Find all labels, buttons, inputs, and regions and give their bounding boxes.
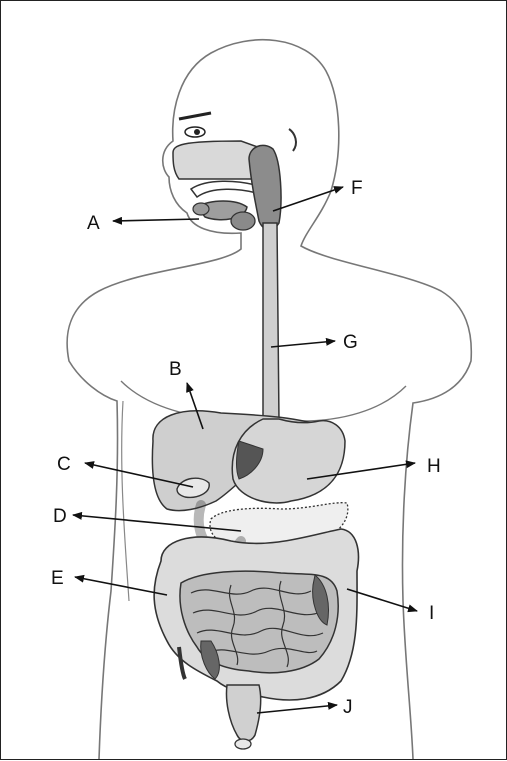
ear — [289, 129, 296, 151]
rectum — [226, 685, 260, 741]
salivary-gland — [231, 212, 255, 230]
arrow-J — [257, 705, 337, 713]
pupil — [194, 129, 200, 135]
arm-line-left — [122, 401, 129, 601]
anus — [235, 739, 251, 749]
esophagus — [263, 223, 279, 421]
eyebrow — [179, 113, 211, 119]
label-B: B — [169, 359, 182, 380]
label-E: E — [51, 568, 64, 589]
arrow-A — [113, 219, 199, 221]
arrow-G — [271, 341, 335, 347]
label-F: F — [351, 178, 363, 199]
label-G: G — [343, 332, 358, 353]
label-A: A — [87, 213, 100, 234]
arrow-E — [75, 577, 167, 595]
label-I: I — [429, 603, 434, 624]
label-J: J — [343, 697, 353, 718]
label-H: H — [427, 456, 441, 477]
label-D: D — [53, 506, 67, 527]
salivary-gland-2 — [193, 203, 209, 215]
chest-line-right — [301, 386, 406, 421]
label-C: C — [57, 454, 71, 475]
arrow-F — [273, 187, 343, 211]
